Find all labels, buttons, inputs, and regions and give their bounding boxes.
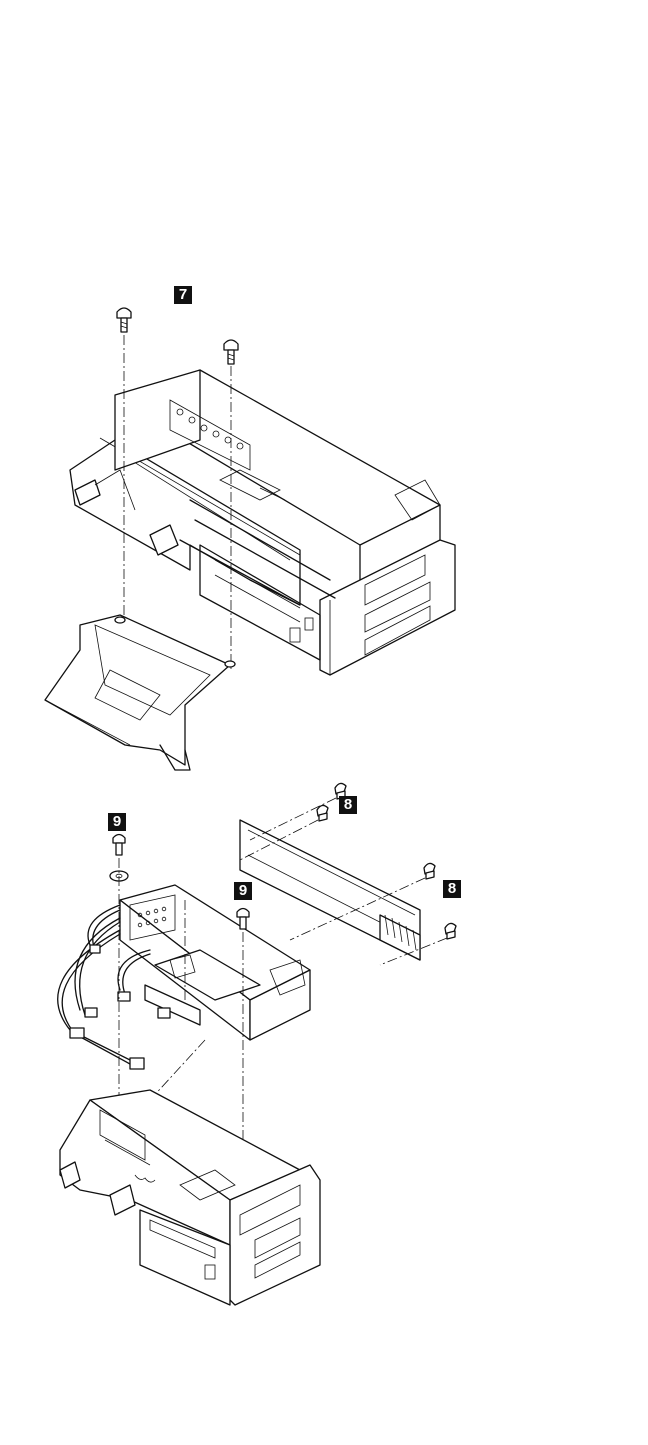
screw-icon bbox=[224, 340, 238, 364]
callout-8-upper: 8 bbox=[339, 796, 357, 814]
screw-icon bbox=[317, 805, 328, 821]
upper-bottom-tray bbox=[45, 615, 235, 770]
screw-icon bbox=[445, 923, 456, 939]
drive-cage bbox=[120, 885, 310, 1040]
callout-7: 7 bbox=[174, 286, 192, 304]
mounting-bracket bbox=[240, 820, 420, 960]
screw-icon bbox=[113, 835, 125, 856]
screw-icon bbox=[424, 863, 435, 879]
screw-icon bbox=[117, 308, 131, 332]
callout-9-left: 9 bbox=[108, 813, 126, 831]
base-chassis bbox=[60, 1090, 320, 1305]
callout-9-center: 9 bbox=[234, 882, 252, 900]
callout-8-lower: 8 bbox=[443, 880, 461, 898]
